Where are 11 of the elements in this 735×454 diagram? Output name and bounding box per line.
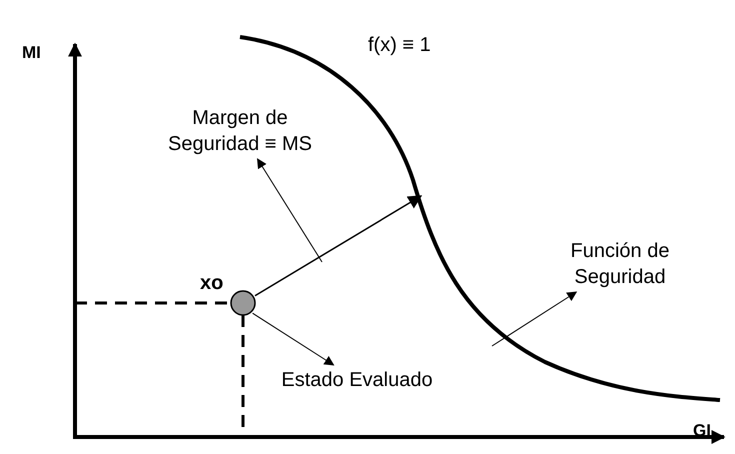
text-label: Estado Evaluado <box>262 367 452 393</box>
text-label: Margen de Seguridad ≡ MS <box>150 105 330 157</box>
axis-label: MI <box>22 42 41 64</box>
text-label: Función de Seguridad <box>535 238 705 290</box>
state-point <box>230 290 256 316</box>
arrow <box>254 195 422 296</box>
point-label: xo <box>200 271 224 296</box>
curve-label: f(x) ≡ 1 <box>368 33 431 58</box>
arrow <box>252 312 334 366</box>
arrow <box>257 158 322 262</box>
arrow <box>492 291 578 346</box>
